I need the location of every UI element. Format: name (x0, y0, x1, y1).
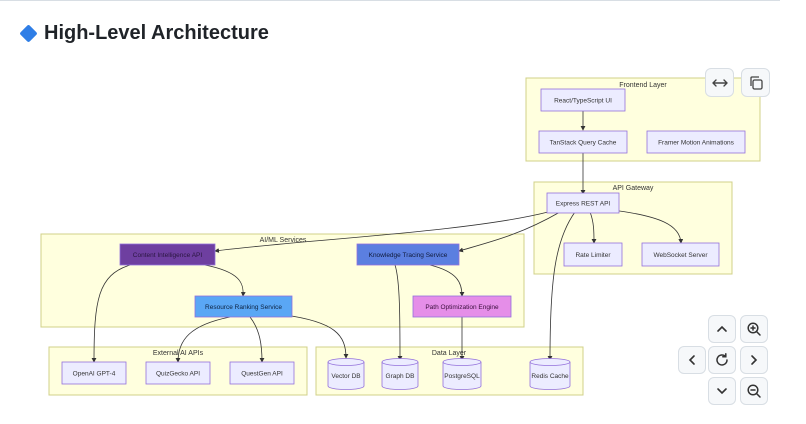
pan-left-button[interactable] (678, 346, 706, 374)
edges (91, 111, 684, 363)
svg-text:Content Intelligence API: Content Intelligence API (133, 252, 203, 259)
refresh-icon (716, 353, 728, 366)
group-aiml-label: AI/ML Services (260, 237, 307, 244)
svg-text:Express REST API: Express REST API (556, 201, 611, 208)
node-graphdb[interactable]: Graph DB (381, 358, 419, 390)
node-ranking[interactable]: Resource Ranking Service (194, 295, 293, 318)
svg-text:Knowledge Tracing Service: Knowledge Tracing Service (369, 252, 448, 259)
node-postgres[interactable]: PostgreSQL (442, 358, 482, 390)
node-react[interactable]: React/TypeScript UI (540, 88, 626, 112)
chevron-down-icon (717, 388, 727, 395)
svg-text:Redis Cache: Redis Cache (531, 373, 569, 380)
edge-ranking-questgen (249, 316, 265, 363)
pan-down-button[interactable] (708, 377, 736, 405)
chevron-right-icon (751, 355, 758, 365)
edge-express-content (214, 211, 549, 253)
svg-text:React/TypeScript UI: React/TypeScript UI (554, 98, 612, 105)
node-ratelimiter[interactable]: Rate Limiter (563, 242, 623, 267)
node-quizgecko[interactable]: QuizGecko API (145, 361, 211, 385)
svg-text:OpenAI GPT-4: OpenAI GPT-4 (73, 371, 116, 378)
edge-express-ratelimiter (589, 211, 597, 244)
group-data-label: Data Layer (432, 350, 467, 357)
edge-ranking-quizgecko (175, 316, 231, 363)
zoom-out-button[interactable] (740, 377, 768, 405)
chevron-left-icon (688, 355, 695, 365)
node-framer[interactable]: Framer Motion Animations (646, 130, 746, 154)
node-express[interactable]: Express REST API (546, 192, 620, 214)
page-title: High-Level Architecture (44, 22, 269, 44)
svg-text:PostgreSQL: PostgreSQL (444, 373, 480, 380)
copy-button[interactable] (741, 68, 770, 97)
pan-right-button[interactable] (740, 346, 768, 374)
node-content[interactable]: Content Intelligence API (119, 243, 216, 266)
edge-express-knowledge (458, 211, 561, 253)
expand-button[interactable] (705, 68, 734, 97)
edge-ranking-vectordb (284, 314, 349, 359)
chevron-up-icon (717, 325, 727, 332)
svg-text:QuestGen API: QuestGen API (241, 371, 283, 378)
zoom-in-icon (747, 322, 761, 336)
edge-knowledge-pathopt (429, 264, 465, 297)
edge-knowledge-graphdb (394, 264, 403, 361)
pan-up-button[interactable] (708, 315, 736, 343)
edge-content-openai (91, 264, 131, 363)
svg-text:Graph DB: Graph DB (386, 373, 415, 380)
svg-text:Framer Motion Animations: Framer Motion Animations (658, 140, 735, 147)
svg-text:Path Optimization Engine: Path Optimization Engine (425, 304, 499, 311)
copy-icon (749, 75, 763, 90)
node-websocket[interactable]: WebSocket Server (641, 242, 720, 267)
svg-text:TanStack Query Cache: TanStack Query Cache (550, 140, 617, 147)
node-knowledge[interactable]: Knowledge Tracing Service (356, 243, 460, 266)
node-tanstack[interactable]: TanStack Query Cache (538, 130, 628, 154)
svg-text:QuizGecko API: QuizGecko API (156, 371, 200, 378)
group-gateway-label: API Gateway (613, 185, 654, 192)
group-external-label: External AI APIs (153, 350, 204, 357)
edge-content-ranking (204, 264, 246, 297)
group-frontend-label: Frontend Layer (619, 82, 667, 89)
node-openai[interactable]: OpenAI GPT-4 (61, 361, 127, 385)
edge-express-redis (547, 211, 576, 361)
reset-view-button[interactable] (708, 346, 736, 374)
svg-text:Resource Ranking Service: Resource Ranking Service (205, 304, 282, 311)
node-pathopt[interactable]: Path Optimization Engine (412, 295, 512, 318)
zoom-in-button[interactable] (740, 315, 768, 343)
node-redis[interactable]: Redis Cache (529, 358, 571, 390)
edge-express-websocket (611, 209, 684, 244)
arrows-horizontal-icon (711, 78, 728, 87)
top-divider (0, 0, 780, 1)
zoom-out-icon (747, 384, 761, 398)
svg-text:WebSocket Server: WebSocket Server (653, 252, 708, 259)
svg-text:Vector DB: Vector DB (331, 373, 360, 380)
node-questgen[interactable]: QuestGen API (229, 361, 295, 385)
node-vectordb[interactable]: Vector DB (327, 358, 365, 390)
svg-text:Rate Limiter: Rate Limiter (575, 252, 611, 259)
section-heading: High-Level Architecture (19, 22, 269, 45)
